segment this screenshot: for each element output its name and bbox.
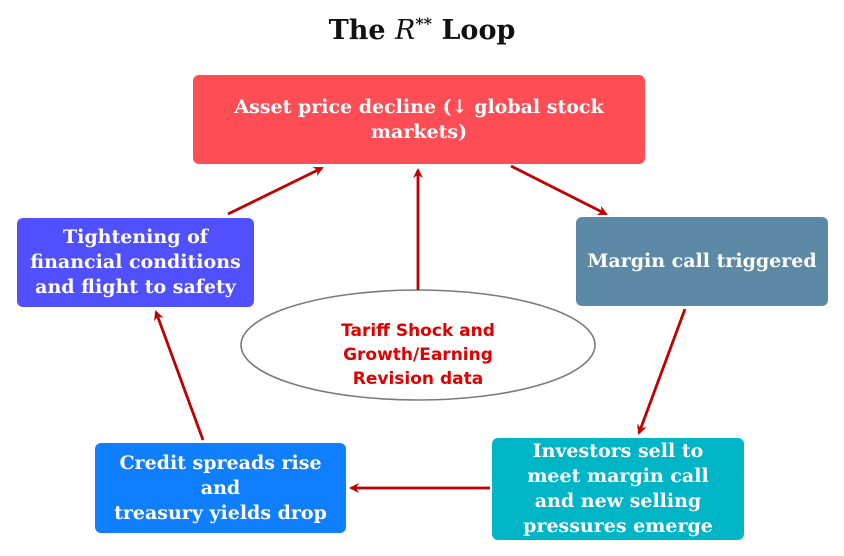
title-superscript: ** xyxy=(415,14,433,33)
node-asset-price-decline-label: Asset price decline (↓ global stock mark… xyxy=(234,95,604,143)
node-credit-spreads-label: Credit spreads rise and treasury yields … xyxy=(114,451,327,524)
node-margin-call-label: Margin call triggered xyxy=(587,250,817,272)
center-shock-label: Tariff Shock and Growth/Earning Revision… xyxy=(341,321,495,389)
center-shock-text: Tariff Shock and Growth/Earning Revision… xyxy=(240,310,596,400)
title-prefix: The xyxy=(328,15,395,46)
node-margin-call: Margin call triggered xyxy=(576,217,828,306)
arrow-left-to-top xyxy=(227,166,324,216)
arrow-bottom-left-to-left xyxy=(154,310,205,441)
node-asset-price-decline: Asset price decline (↓ global stock mark… xyxy=(193,75,645,164)
node-tightening-label: Tightening of financial conditions and f… xyxy=(30,226,241,298)
title-suffix: Loop xyxy=(432,15,516,46)
node-credit-spreads: Credit spreads rise and treasury yields … xyxy=(95,443,346,533)
node-investors-sell: Investors sell to meet margin call and n… xyxy=(492,438,744,540)
node-investors-sell-label: Investors sell to meet margin call and n… xyxy=(523,440,713,537)
arrow-top-to-right xyxy=(510,164,608,216)
title-symbol: R xyxy=(394,15,416,46)
diagram-title: The R** Loop xyxy=(0,14,844,46)
node-tightening: Tightening of financial conditions and f… xyxy=(17,218,254,307)
arrow-right-to-bottom-right xyxy=(637,308,687,435)
